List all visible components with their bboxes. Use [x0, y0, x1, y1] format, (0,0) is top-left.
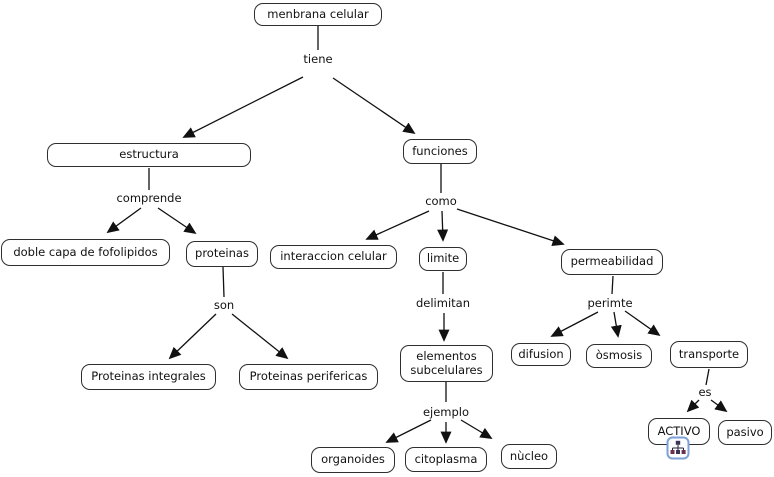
concept-estructura[interactable]: estructura	[47, 143, 251, 167]
concept-proteinas-integrales[interactable]: Proteinas integrales	[81, 364, 216, 390]
concept-citoplasma[interactable]: citoplasma	[405, 447, 487, 472]
concept-difusion[interactable]: difusion	[511, 343, 571, 366]
concept-pasivo[interactable]: pasivo	[718, 420, 772, 445]
concept-activo[interactable]: ACTIVO	[648, 418, 710, 445]
linked-submap-icon[interactable]	[666, 436, 690, 460]
linking-phrase-perimte[interactable]: perimte	[587, 296, 633, 310]
concept-limite[interactable]: limite	[419, 247, 467, 271]
concept-nucleo[interactable]: nùcleo	[501, 444, 557, 469]
linking-phrase-son[interactable]: son	[213, 298, 235, 312]
concept-organoides[interactable]: organoides	[311, 447, 395, 473]
linking-phrase-como[interactable]: como	[425, 194, 457, 208]
concept-menbrana-celular[interactable]: menbrana celular	[254, 3, 382, 26]
concept-elementos-subcelulares[interactable]: elementos subcelulares	[400, 345, 493, 382]
concept-interaccion-celular[interactable]: interaccion celular	[270, 245, 397, 269]
concept-transporte[interactable]: transporte	[670, 341, 748, 368]
linking-phrase-es[interactable]: es	[698, 385, 712, 399]
linking-phrase-delimitan[interactable]: delimitan	[415, 296, 471, 310]
concept-osmosis[interactable]: òsmosis	[586, 344, 652, 368]
concept-funciones[interactable]: funciones	[403, 139, 477, 164]
concept-permeabilidad[interactable]: permeabilidad	[561, 249, 663, 275]
concept-proteinas[interactable]: proteinas	[186, 241, 258, 267]
linking-phrase-comprende[interactable]: comprende	[116, 191, 182, 205]
concept-doble-capa-de-fofolipidos[interactable]: doble capa de fofolipidos	[1, 239, 170, 266]
linking-phrase-ejemplo[interactable]: ejemplo	[422, 405, 470, 419]
linking-phrase-tiene[interactable]: tiene	[303, 52, 333, 66]
concept-proteinas-perifericas[interactable]: Proteinas perifericas	[239, 364, 378, 390]
